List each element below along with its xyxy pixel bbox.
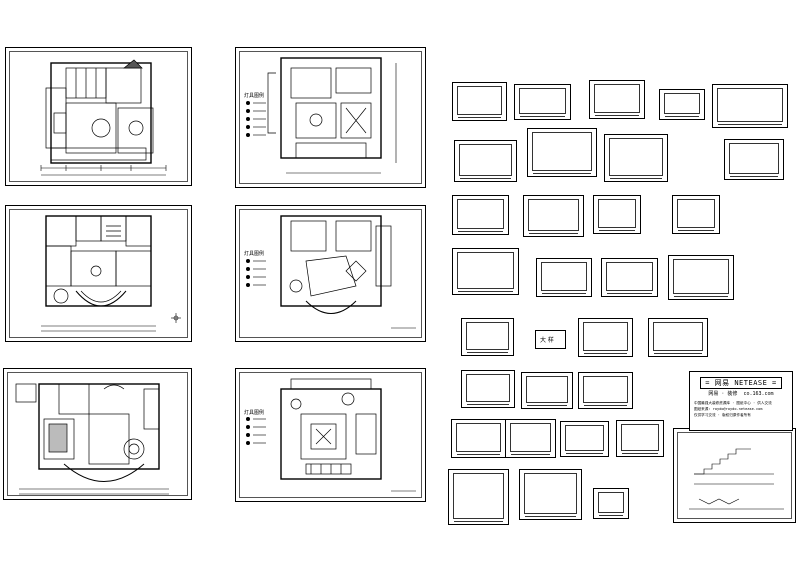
elevation-sheet[interactable] xyxy=(505,419,556,458)
elevation-sheet[interactable] xyxy=(560,421,609,457)
elevation-sheet[interactable] xyxy=(593,195,641,234)
sheet-frame xyxy=(239,372,422,498)
title-line-b: 图纸来源: roydo@roydo.netease.com xyxy=(694,407,763,411)
elevation-sheet[interactable] xyxy=(519,469,582,520)
sheet-frame xyxy=(9,209,188,338)
detail-sheet[interactable]: 大 样 xyxy=(535,330,566,349)
elevation-sheet[interactable] xyxy=(589,80,645,119)
sheet-frame xyxy=(7,372,188,496)
elevation-sheet[interactable] xyxy=(523,195,584,237)
legend-title: 灯具图例 xyxy=(244,410,265,416)
stair-section-drawing xyxy=(689,448,784,510)
brand-label: = 网易 NETEASE = xyxy=(700,377,782,389)
elevation-sheet[interactable] xyxy=(452,248,519,295)
elevation-sheet[interactable] xyxy=(452,195,509,235)
elevation-sheet[interactable] xyxy=(601,258,658,297)
drawing-sheet-6[interactable]: 灯具图例 xyxy=(235,368,426,502)
elevation-sheet[interactable] xyxy=(521,372,573,409)
legend-title: 灯具图例 xyxy=(244,251,265,257)
drawing-sheet-3[interactable] xyxy=(5,205,192,342)
elevation-sheet[interactable] xyxy=(452,82,507,121)
ceiling-plan-drawing xyxy=(246,215,416,329)
sheet-frame xyxy=(239,209,422,338)
drawing-sheet-1[interactable] xyxy=(5,47,192,186)
elevation-sheet[interactable] xyxy=(672,195,720,234)
ceiling-plan-drawing xyxy=(246,57,397,174)
sheet-frame xyxy=(677,432,792,519)
site-label: 网易 · 装修 xyxy=(708,391,738,397)
detail-tag: 大 样 xyxy=(540,337,554,344)
title-line-c: 仅供学习交流 · 版权归原作者所有 xyxy=(694,413,751,417)
elevation-sheet[interactable] xyxy=(604,134,668,182)
elevation-sheet[interactable] xyxy=(451,419,506,458)
stair-section-sheet[interactable] xyxy=(673,428,796,523)
elevation-sheet[interactable] xyxy=(659,89,705,120)
title-line-a: 中国最强大装修资源库 · 图纸中心 · 供人交流 xyxy=(694,401,772,405)
sheet-frame xyxy=(239,51,422,184)
elevation-sheet[interactable] xyxy=(578,372,633,409)
elevation-sheet[interactable] xyxy=(712,84,788,128)
elevation-sheet[interactable] xyxy=(578,318,633,357)
site-url: co.163.com xyxy=(743,391,774,397)
legend-title: 灯具图例 xyxy=(244,93,265,99)
elevation-sheet[interactable] xyxy=(593,488,629,519)
elevation-sheet[interactable] xyxy=(448,469,509,525)
elevation-sheet[interactable] xyxy=(668,255,734,300)
elevation-sheet[interactable] xyxy=(648,318,708,357)
sheet-frame xyxy=(9,51,188,182)
drawing-sheet-4[interactable]: 灯具图例 xyxy=(235,205,426,342)
elevation-sheet[interactable] xyxy=(461,370,515,408)
title-block: = 网易 NETEASE = 网易 · 装修 co.163.com 中国最强大装… xyxy=(689,371,793,431)
elevation-sheet[interactable] xyxy=(527,128,597,177)
floor-plan-drawing xyxy=(40,59,167,176)
elevation-sheet[interactable] xyxy=(536,258,592,297)
drawing-sheet-5[interactable] xyxy=(3,368,192,500)
floor-plan-drawing xyxy=(41,215,181,332)
drawing-sheet-2[interactable]: 灯具图例 xyxy=(235,47,426,188)
floor-plan-drawing xyxy=(15,383,169,495)
elevation-sheet[interactable] xyxy=(616,420,664,457)
elevation-sheet[interactable] xyxy=(454,140,517,182)
elevation-sheet[interactable] xyxy=(724,139,784,180)
elevation-sheet[interactable] xyxy=(514,84,571,120)
elevation-sheet[interactable] xyxy=(461,318,514,356)
ceiling-plan-drawing xyxy=(246,378,416,492)
